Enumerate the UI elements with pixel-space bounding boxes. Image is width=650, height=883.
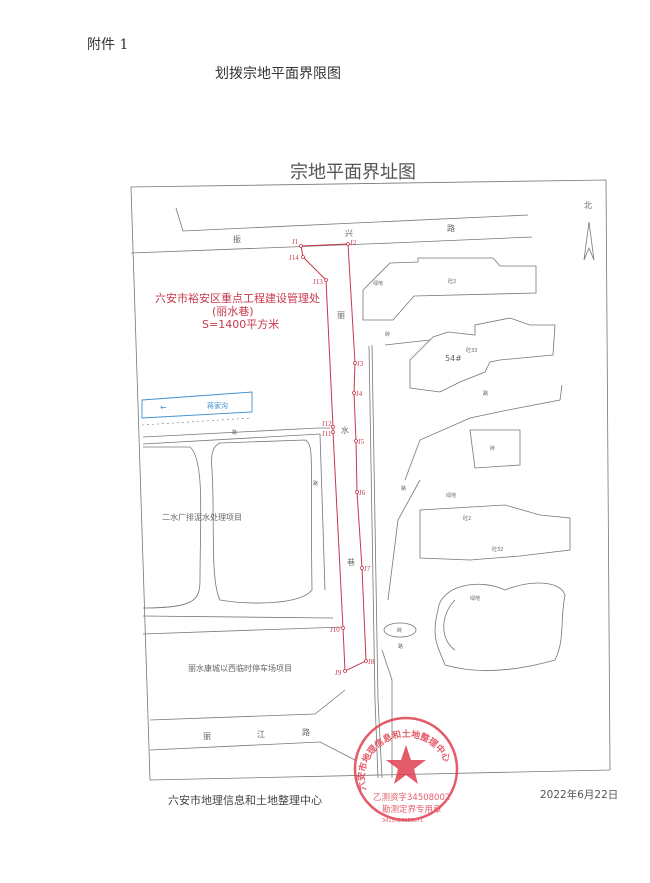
garden xyxy=(434,582,566,671)
official-seal: 六安市地理信息和土地整理中心 乙测资字34508002 勘测定界专用章 3415… xyxy=(353,716,459,824)
map-label: 砼2 xyxy=(448,278,456,285)
map-label: 绿地 xyxy=(470,595,480,602)
building-block xyxy=(419,504,571,561)
parcel-name: (丽水巷) xyxy=(212,305,254,318)
map-label: 路 xyxy=(398,643,403,650)
road-label: 路 xyxy=(447,223,455,233)
point-label: J13 xyxy=(313,278,323,286)
building-block xyxy=(469,429,521,469)
project-label: 丽水康城以西临时停车场项目 xyxy=(188,663,292,673)
road-edge xyxy=(175,207,529,232)
document-title: 划拨宗地平面界限图 xyxy=(215,66,341,82)
seal-code: 3415020159371 xyxy=(382,818,423,824)
map-label: 路 xyxy=(232,429,237,436)
map-label: 砖 xyxy=(397,627,402,634)
point-label: J1 xyxy=(292,238,299,246)
parcel-boundary xyxy=(300,243,367,672)
flow-arrow-icon: ← xyxy=(160,403,167,412)
map-label: 砼2 xyxy=(463,515,471,522)
road-edge xyxy=(149,741,356,761)
lane-edge xyxy=(368,345,379,779)
parcel-area: S=1400平方米 xyxy=(202,317,279,331)
lane-edge xyxy=(371,344,383,779)
point-label: J14 xyxy=(289,254,299,262)
point-label: J11 xyxy=(322,430,332,438)
road-edge xyxy=(130,236,533,254)
road-label: 振 xyxy=(233,234,241,244)
attachment-label: 附件 1 xyxy=(87,37,129,53)
map-label: 路 xyxy=(401,485,406,492)
map-label: 绿地 xyxy=(446,492,456,499)
project-label: 二水厂排泥水处理项目 xyxy=(162,512,242,522)
curve-road xyxy=(404,384,563,481)
point-label: J12 xyxy=(322,420,332,428)
building-block xyxy=(362,257,537,321)
road-edge xyxy=(384,339,431,346)
plot-block xyxy=(211,439,313,604)
plot-block xyxy=(142,446,202,609)
point-label: J10 xyxy=(330,626,340,634)
north-arrow-icon: 北 xyxy=(583,201,595,261)
road-edge xyxy=(387,479,421,601)
seal-purpose: 勘测定界专用章 xyxy=(382,804,442,815)
footer-date: 2022年6月22日 xyxy=(540,789,619,801)
roundabout xyxy=(383,622,417,638)
map-title: 宗地平面界址图 xyxy=(290,162,416,183)
point-label: J7 xyxy=(364,565,371,573)
ditch-label: 蒋家沟 xyxy=(207,401,228,410)
map-label: 砖 xyxy=(490,445,495,452)
parcel-owner: 六安市裕安区重点工程建设管理处 xyxy=(155,291,320,305)
plot-edge xyxy=(142,427,330,438)
road-label: 兴 xyxy=(345,229,353,238)
map-label: 砖 xyxy=(385,331,390,338)
map-label: 绿地 xyxy=(373,280,383,287)
building-block xyxy=(409,317,556,393)
seal-license: 乙测资字34508002 xyxy=(373,792,450,803)
map-frame xyxy=(130,179,611,781)
plot-edge xyxy=(142,433,326,591)
point-label: J9 xyxy=(335,669,342,677)
map-label: 路 xyxy=(313,480,318,487)
map-label: 路 xyxy=(483,390,488,397)
road-edge xyxy=(149,689,346,721)
star-icon xyxy=(386,745,426,784)
road-label: 丽 xyxy=(203,732,211,741)
map-label: 砼32 xyxy=(492,546,503,553)
road-label: 丽 xyxy=(337,311,345,320)
north-label: 北 xyxy=(584,201,592,210)
ditch: 蒋家沟 ← xyxy=(141,391,253,426)
point-label: J5 xyxy=(358,438,365,446)
map-label: 54# xyxy=(445,354,462,363)
road-edge xyxy=(381,649,393,778)
road-label: 巷 xyxy=(347,558,355,567)
point-label: J4 xyxy=(356,390,363,398)
road-label: 路 xyxy=(302,727,310,737)
point-label: J2 xyxy=(350,239,357,247)
plot-edge xyxy=(142,626,344,635)
road-label: 江 xyxy=(257,730,265,739)
road-label: 水 xyxy=(341,425,349,435)
point-label: J3 xyxy=(357,360,364,368)
garden-arc xyxy=(443,599,456,651)
plot-edge xyxy=(142,615,334,619)
boundary-points xyxy=(299,242,368,673)
point-label: J8 xyxy=(368,658,375,666)
point-label: J6 xyxy=(359,489,366,497)
map-label: 砼33 xyxy=(466,347,477,354)
footer-organization: 六安市地理信息和土地整理中心 xyxy=(168,794,322,807)
